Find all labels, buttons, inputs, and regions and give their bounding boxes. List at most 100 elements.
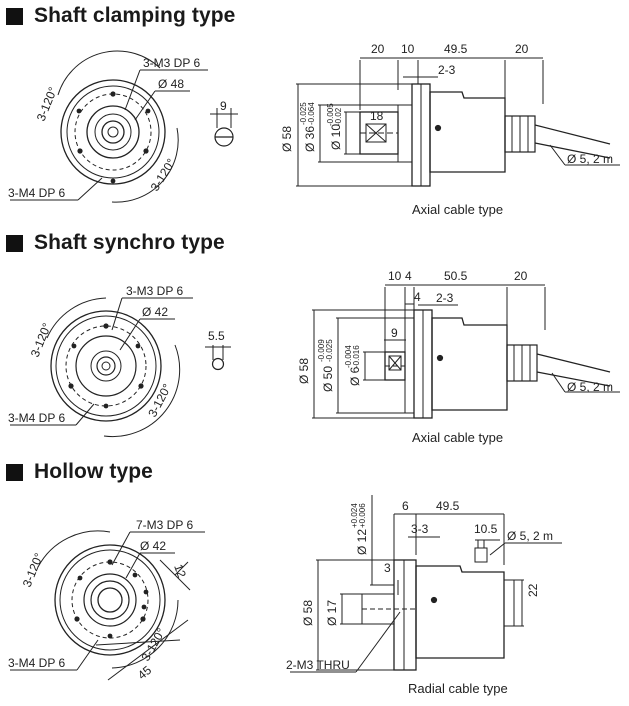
leader-line (76, 639, 99, 671)
hollow-bore (97, 587, 123, 613)
shaft-tol-upper: -0.005 (326, 103, 335, 126)
holes-top-label: 3-M3 DP 6 (126, 284, 183, 298)
dim-22-label: 22 (526, 583, 540, 597)
extension-line (95, 639, 181, 646)
mounting-hole (110, 178, 116, 184)
angle-arc-right (103, 344, 181, 438)
front-view-shaft-clamping (10, 50, 208, 203)
angle-arc-left (57, 50, 161, 96)
mounting-hole (145, 108, 151, 114)
caption: Axial cable type (412, 202, 503, 217)
bullet-square-icon (6, 234, 23, 252)
side-view-shaft-clamping (296, 57, 620, 187)
screw-dot (434, 124, 442, 132)
leader-line (124, 69, 141, 111)
leader-line (119, 318, 141, 351)
cable-label: Ø 5, 2 m (567, 380, 613, 394)
angle-right-label: 3-120° (148, 156, 179, 194)
flange-inner-circle (59, 549, 161, 651)
body-tol-upper: -0.009 (317, 339, 326, 362)
encoder-body (415, 565, 505, 659)
mounting-hole (135, 343, 141, 349)
thru-label: 2-M3 THRU (286, 658, 350, 672)
caption: Axial cable type (412, 430, 503, 445)
boss (397, 104, 413, 163)
dim-label: 10 (401, 42, 415, 56)
key-rect (388, 355, 402, 371)
key-cross (388, 355, 402, 371)
diameter-label: Ø 48 (158, 77, 184, 91)
side-view-hollow (290, 495, 562, 673)
holes-bottom-label: 3-M4 DP 6 (8, 186, 65, 200)
shaft-width-label: 5.5 (208, 329, 225, 343)
dimension-line (174, 561, 189, 576)
dim-10-5-label: 10.5 (474, 522, 498, 536)
angle-left-label: 3-120° (28, 321, 54, 359)
bolt-circle (65, 325, 147, 407)
dim-label: 50.5 (444, 269, 468, 283)
key-label: 9 (391, 326, 398, 340)
hollow-diameter-label: Ø 12 (355, 529, 369, 555)
body-diameter-label: Ø 36 (303, 126, 317, 152)
gap-label: 3-3 (411, 522, 429, 536)
dim-label: 4 (405, 269, 412, 283)
shaft-end-circle (211, 357, 225, 371)
dim-45-label: 45 (135, 663, 154, 683)
body-tol-lower: -0.025 (325, 339, 334, 362)
cable (536, 353, 611, 387)
mounting-hole (140, 616, 146, 622)
section-heading-shaft-synchro: Shaft synchro type (6, 231, 225, 255)
key-rect (365, 123, 387, 143)
body-tol-lower: -0.064 (307, 102, 316, 125)
angle-arc-right (111, 599, 179, 669)
dim-label: 49.5 (436, 499, 460, 513)
leader-line (134, 90, 156, 121)
side-view-shaft-synchro (312, 284, 620, 419)
mounting-hole (74, 616, 80, 622)
shaft-ring (94, 113, 132, 151)
mounting-hole (143, 148, 149, 154)
section-heading-shaft-clamping: Shaft clamping type (6, 4, 235, 28)
dim-3-label: 3 (384, 561, 391, 575)
mounting-hole (71, 343, 77, 349)
dim-12-label: 12 (171, 562, 189, 580)
mounting-hole (103, 403, 109, 409)
outer-diameter-label: Ø 58 (301, 600, 315, 626)
small-dim-label: 4 (414, 290, 421, 304)
shaft-end-view-synchro (205, 345, 231, 371)
mounting-hole (76, 108, 82, 114)
hollow-tol-upper: +0.024 (350, 503, 359, 528)
hub-circle (86, 105, 140, 159)
shaft-end-view-clamping (210, 108, 238, 147)
flange-outer-circle (54, 544, 166, 656)
bullet-square-icon (6, 7, 23, 25)
mounting-hole (77, 575, 83, 581)
flange-inner-circle (66, 85, 160, 179)
leader-line (77, 177, 103, 201)
mounting-hole (103, 323, 109, 329)
angle-arc-left (37, 530, 111, 568)
mounting-hole (68, 383, 74, 389)
shaft-diameter-label: Ø 10 (329, 124, 343, 150)
holes-bottom-label: 3-M4 DP 6 (8, 411, 65, 425)
mounting-hole (143, 589, 149, 595)
flange-inner-circle (55, 315, 157, 417)
mounting-hole (77, 148, 83, 154)
hollow-ring (90, 580, 130, 620)
connector-block (503, 579, 515, 627)
flange-outer-circle (50, 310, 162, 422)
boss (404, 317, 415, 414)
gap-label: 2-3 (438, 63, 456, 77)
leader-line (551, 372, 566, 393)
hub-circle (75, 335, 137, 397)
cable (534, 124, 611, 159)
front-view-shaft-synchro (10, 297, 193, 438)
leader-line (75, 403, 95, 426)
inner-diameter-label: Ø 17 (325, 600, 339, 626)
body-diameter-label: Ø 50 (321, 366, 335, 392)
leader-line (549, 144, 566, 166)
mounting-hole (107, 559, 113, 565)
encoder-body (431, 317, 508, 411)
diameter-label: Ø 42 (142, 305, 168, 319)
